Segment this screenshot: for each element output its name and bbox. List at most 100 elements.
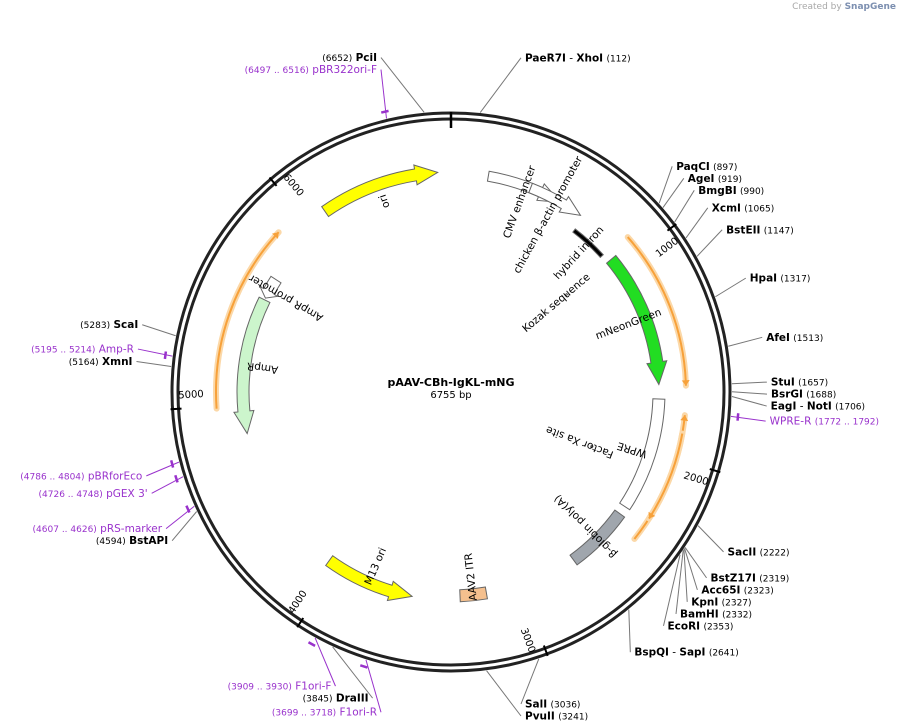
- site-label-xcmi[interactable]: XcmI (1065): [712, 202, 774, 214]
- site-label-bsteii[interactable]: BstEII (1147): [726, 224, 794, 236]
- site-name: HpaI: [750, 273, 777, 285]
- site-label-pbrforeco[interactable]: (4786 .. 4804) pBRforEco: [20, 470, 142, 482]
- orf-arrow[interactable]: [215, 231, 280, 409]
- feature-mneongreen[interactable]: [605, 254, 668, 386]
- site-name: F1ori-F: [295, 681, 331, 693]
- site-position: (2222): [760, 548, 790, 558]
- site-label-bmgbi[interactable]: BmgBI (990): [698, 185, 764, 197]
- site-label-sacii[interactable]: SacII (2222): [728, 546, 790, 558]
- site-label-draiii[interactable]: (3845) DraIII: [303, 693, 369, 705]
- leader-bstapi: [171, 511, 198, 541]
- site-label-eagi[interactable]: EagI - NotI (1706): [771, 401, 865, 413]
- site-label-paer7i[interactable]: PaeR7I - XhoI (112): [525, 52, 631, 64]
- site-label-amp-r[interactable]: (5195 .. 5214) Amp-R: [31, 344, 134, 356]
- site-position: (2353): [703, 622, 733, 632]
- site-position: (1772 .. 1792): [815, 418, 879, 428]
- leader-bstz17i: [684, 547, 707, 579]
- site-label-f1ori-r[interactable]: (3699 .. 3718) F1ori-R: [272, 707, 377, 719]
- site-label-pgex-3[interactable]: (4726 .. 4748) pGEX 3': [39, 488, 148, 500]
- site-position: (2327): [722, 598, 752, 608]
- site-label-bstapi[interactable]: (4594) BstAPI: [96, 535, 168, 547]
- site-label-pvuii[interactable]: PvuII (3241): [525, 711, 588, 723]
- feature-label-kozak-sequence: Kozak sequence: [520, 271, 593, 335]
- site-label-stui[interactable]: StuI (1657): [771, 377, 828, 389]
- site-label-kpni[interactable]: KpnI (2327): [691, 596, 751, 608]
- site-label-sali[interactable]: SalI (3036): [525, 699, 580, 711]
- feature-label-ampr: AmpR: [246, 360, 279, 376]
- plasmid-length: 6755 bp: [430, 390, 471, 401]
- leader-afei: [728, 336, 763, 347]
- site-name: PaeR7I: [525, 52, 566, 64]
- orf-arrows: [213, 229, 690, 542]
- feature-kozak-sequence[interactable]: [564, 292, 569, 297]
- site-name: Amp-R: [99, 344, 134, 356]
- leader-xmni: [136, 360, 172, 367]
- site-position: (919): [718, 175, 742, 185]
- site-position: (4726 .. 4748): [39, 490, 103, 500]
- site-label-paqci[interactable]: PaqCI (897): [676, 161, 737, 173]
- site-label-agei[interactable]: AgeI (919): [688, 173, 742, 185]
- leader-kpni: [683, 549, 688, 602]
- site-position: (897): [713, 163, 737, 173]
- orf-arrow[interactable]: [626, 236, 687, 386]
- feature-label-aav2-itr: AAV2 ITR: [463, 552, 480, 601]
- feature-hybrid-intron[interactable]: [572, 228, 604, 259]
- site-name: XmnI: [102, 356, 132, 368]
- site-name-2: XhoI: [576, 52, 603, 64]
- feature-globin-poly-a[interactable]: [569, 509, 626, 566]
- leader-acc65i: [684, 548, 698, 591]
- site-label-bamhi[interactable]: BamHI (2332): [680, 608, 752, 620]
- feature-wpre[interactable]: [618, 398, 666, 511]
- site-label-hpai[interactable]: HpaI (1317): [750, 273, 811, 285]
- site-position: (4607 .. 4626): [33, 525, 97, 535]
- tick-4000: [296, 617, 305, 628]
- feature-m13-ori[interactable]: [324, 555, 414, 602]
- site-label-bstz17i[interactable]: BstZ17I (2319): [711, 572, 790, 584]
- site-position: (1688): [806, 391, 836, 401]
- site-position: (3699 .. 3718): [272, 709, 336, 719]
- site-label-bsrgi[interactable]: BsrGI (1688): [771, 389, 836, 401]
- leader-pbrforeco: [146, 461, 180, 477]
- site-name: EcoRI: [667, 620, 700, 632]
- site-name: BamHI: [680, 608, 719, 620]
- feature-chicken-actin-promoter[interactable]: [528, 182, 582, 217]
- site-label-f1ori-f[interactable]: (3909 .. 3930) F1ori-F: [228, 681, 332, 693]
- plasmid-name: pAAV-CBh-IgKL-mNG: [387, 376, 514, 389]
- site-label-afei[interactable]: AfeI (1513): [766, 332, 823, 344]
- feature-ori[interactable]: [320, 164, 439, 218]
- site-label-xmni[interactable]: (5164) XmnI: [69, 356, 133, 368]
- feature-label-wpre: WPRE: [616, 439, 649, 460]
- primer-mark-amp-r: [163, 351, 168, 360]
- site-label-wpre-r[interactable]: WPRE-R (1772 .. 1792): [770, 416, 879, 428]
- feature-ampr-promoter[interactable]: [259, 275, 282, 299]
- site-label-ecori[interactable]: EcoRI (2353): [667, 620, 733, 632]
- leader-stui: [731, 381, 767, 385]
- site-label-prs-marker[interactable]: (4607 .. 4626) pRS-marker: [33, 523, 163, 535]
- leader-draiii: [332, 646, 374, 699]
- orf-arrow[interactable]: [648, 433, 684, 520]
- site-dash: -: [566, 52, 576, 64]
- feature-label-m13-ori: M13 ori: [362, 546, 389, 587]
- leader-prs-marker: [165, 505, 195, 530]
- leader-pgex-3: [151, 476, 184, 494]
- feature-factor-xa-site[interactable]: [589, 444, 594, 449]
- site-label-acc65i[interactable]: Acc65I (2323): [701, 584, 773, 596]
- site-label-pbr322ori-f[interactable]: (6497 .. 6516) pBR322ori-F: [245, 64, 377, 76]
- site-name: StuI: [771, 377, 795, 389]
- site-position: (2332): [722, 610, 752, 620]
- leader-wpre-r: [730, 415, 766, 422]
- label-leader-lines: [136, 57, 768, 717]
- feature-ampr[interactable]: [233, 296, 271, 435]
- site-position: (4786 .. 4804): [20, 472, 84, 482]
- site-name: pBRforEco: [88, 470, 142, 482]
- feature-aav2-itr[interactable]: [459, 586, 489, 603]
- site-label-pcii[interactable]: (6652) PciI: [322, 52, 377, 64]
- tick-label-3000: 3000: [518, 627, 537, 655]
- site-label-bspqi[interactable]: BspQI - SapI (2641): [634, 647, 738, 659]
- site-position: (1065): [744, 204, 774, 214]
- site-label-scai[interactable]: (5283) ScaI: [80, 319, 138, 331]
- site-name: pBR322ori-F: [312, 64, 377, 76]
- leader-f1ori-r: [365, 659, 382, 713]
- leader-eagi: [731, 396, 767, 407]
- orf-arrowhead: [681, 380, 690, 386]
